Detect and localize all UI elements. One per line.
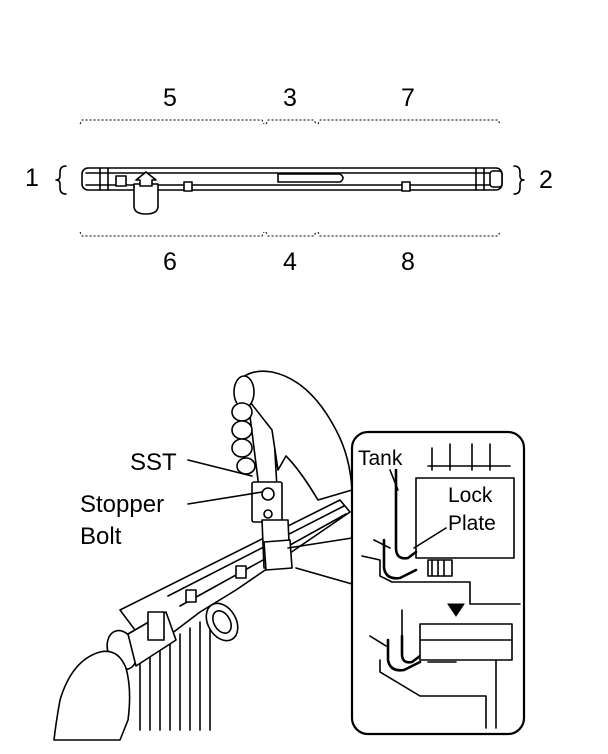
top-dimension-lines xyxy=(79,119,501,125)
stopper-bolt-label-line1: Stopper xyxy=(80,491,164,518)
inset-lower-detail xyxy=(369,609,513,729)
inset-upper-detail xyxy=(361,443,521,605)
sst-installation-illustration: SST Stopper Bolt xyxy=(53,370,526,741)
bottom-dimension-lines xyxy=(79,231,501,237)
inset-tank-label: Tank xyxy=(358,447,403,470)
inset-connector-lower xyxy=(295,567,353,585)
segment-label-7: 7 xyxy=(401,84,415,112)
inset-lock-plate-leader xyxy=(413,527,447,549)
tank-body xyxy=(106,499,351,731)
segment-label-8: 8 xyxy=(401,248,415,276)
right-brace xyxy=(513,165,525,195)
lower-hand xyxy=(53,650,131,741)
inset-connector-upper xyxy=(287,537,353,549)
left-brace xyxy=(55,165,67,195)
segment-label-4: 4 xyxy=(283,248,297,276)
segment-label-3: 3 xyxy=(283,84,297,112)
radiator-tank-drawing xyxy=(81,167,503,215)
inset-lock-plate-line2: Plate xyxy=(448,512,496,535)
segment-label-6: 6 xyxy=(163,248,177,276)
inset-tank-leader xyxy=(389,469,399,491)
detail-inset: Tank Lock Plate xyxy=(350,430,526,736)
sst-label: SST xyxy=(130,449,177,476)
stopper-bolt-leader-line xyxy=(187,491,263,505)
arrow-down-icon xyxy=(447,603,465,617)
segment-label-5: 5 xyxy=(163,84,177,112)
sst-leader-line xyxy=(187,459,253,477)
upper-hand xyxy=(231,370,353,501)
end-label-1: 1 xyxy=(25,164,39,192)
radiator-core-fins xyxy=(139,615,211,731)
inset-lock-plate-line1: Lock xyxy=(448,484,493,507)
tank-segment-diagram: 5 3 7 1 2 xyxy=(25,84,553,276)
stopper-bolt-label-line2: Bolt xyxy=(80,523,122,550)
end-label-2: 2 xyxy=(539,166,553,194)
